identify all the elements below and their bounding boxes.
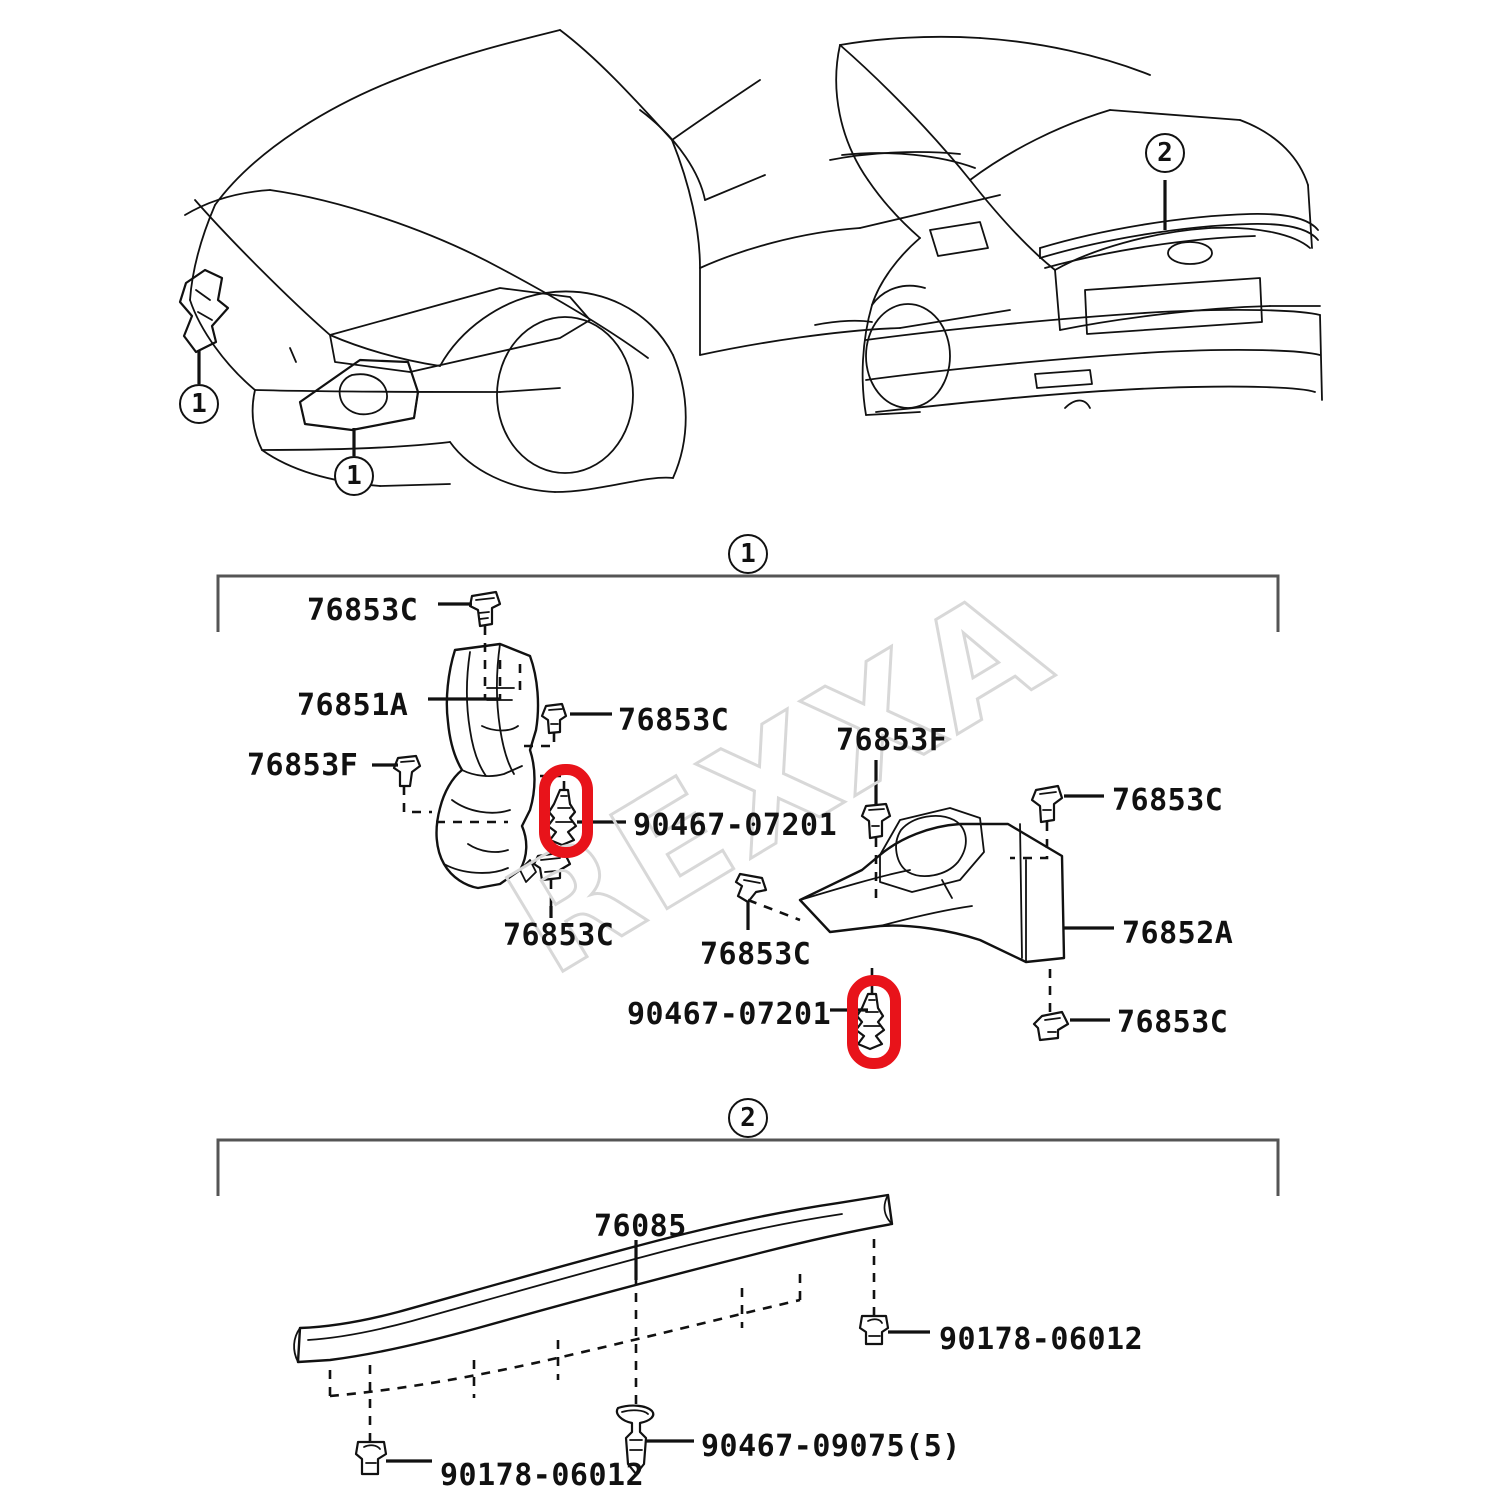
part-label-76853c-lower-left: 76853C [503,918,615,953]
part-label-90467-09075: 90467-09075(5) [701,1429,961,1464]
part-label-76852a: 76852A [1122,916,1234,951]
clips-panel-1-left [392,590,578,882]
part-label-76853c-bottom-right: 76853C [1117,1005,1229,1040]
part-76085-rear-spoiler [293,1193,894,1398]
part-label-90467-07201-upper: 90467-07201 [633,808,838,843]
rear-car-illustration [814,35,1323,416]
part-label-90467-07201-lower: 90467-07201 [627,997,832,1032]
highlight-box-90467-07201-lower [847,975,901,1069]
panel-2-number-circle: 2 [728,1098,768,1138]
panel-2-frame [216,1138,1280,1196]
part-label-76853c-top-left: 76853C [307,593,419,628]
part-label-76851a: 76851A [297,688,409,723]
leader-lines-panel-2 [386,1240,930,1463]
part-label-90178-06012-left: 90178-06012 [440,1458,645,1493]
part-76852A-bumper-extension [798,807,1066,964]
part-label-76853c-lower-mid: 76853C [700,937,812,972]
clips-panel-2 [354,1314,890,1476]
assembly-dashed-lines-panel-2 [368,1236,876,1442]
part-label-90178-06012-right: 90178-06012 [939,1322,1144,1357]
part-76851A-bracket [435,642,540,890]
callout-circle-front-1a: 1 [179,384,219,424]
part-label-76853c-mid: 76853C [618,703,730,738]
part-label-76853f-right: 76853F [836,723,948,758]
panel-1-number-circle: 1 [728,534,768,574]
panel-2-content [293,1193,930,1476]
front-car-illustration [178,29,1011,493]
panel-1-content [372,590,1114,1051]
part-label-76853f-left: 76853F [247,748,359,783]
panel-1-frame [216,574,1280,632]
highlight-box-90467-07201-upper [539,764,593,858]
part-label-76085: 76085 [594,1209,687,1244]
callout-circle-front-1b: 1 [334,456,374,496]
callout-circle-rear-2: 2 [1145,133,1185,173]
part-label-76853c-upper-right: 76853C [1112,783,1224,818]
